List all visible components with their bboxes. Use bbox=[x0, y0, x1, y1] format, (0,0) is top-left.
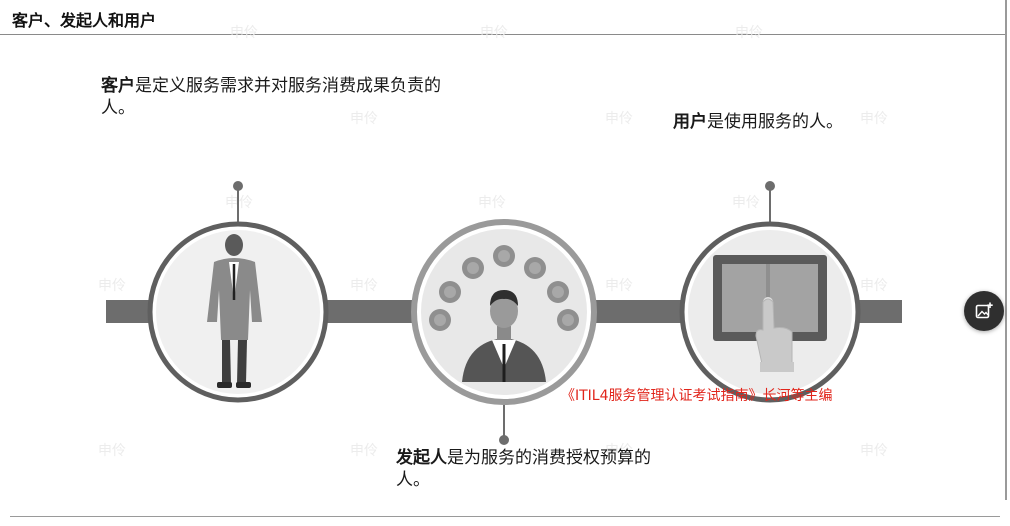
sponsor-description: 发起人是为服务的消费授权预算的人。 bbox=[396, 447, 656, 491]
add-image-icon bbox=[975, 302, 993, 319]
right-border bbox=[1005, 0, 1007, 500]
watermark: 申伶 bbox=[350, 111, 378, 127]
sponsor-figure-icon bbox=[462, 290, 546, 382]
watermark: 申伶 bbox=[350, 278, 378, 294]
sponsor-pin bbox=[499, 398, 509, 445]
coin-icon bbox=[462, 257, 484, 279]
watermark: 申伶 bbox=[605, 111, 633, 127]
page-title: 客户、发起人和用户 bbox=[12, 11, 157, 30]
coin-icon bbox=[439, 281, 461, 303]
coin-icon bbox=[429, 309, 451, 331]
source-note: 《ITIL4服务管理认证考试指南》长河等主编 bbox=[561, 388, 833, 404]
coin-icon bbox=[524, 257, 546, 279]
user-definition: 是使用服务的人。 bbox=[707, 112, 843, 132]
watermark: 申伶 bbox=[480, 25, 508, 41]
watermark: 申伶 bbox=[732, 195, 760, 211]
watermark: 申伶 bbox=[230, 25, 258, 41]
watermark: 申伶 bbox=[98, 443, 126, 459]
sponsor-term: 发起人 bbox=[396, 448, 447, 468]
watermark: 申伶 bbox=[350, 443, 378, 459]
watermark: 申伶 bbox=[98, 278, 126, 294]
watermark: 申伶 bbox=[860, 278, 888, 294]
add-image-button[interactable] bbox=[964, 291, 1004, 331]
watermark: 申伶 bbox=[860, 443, 888, 459]
watermark: 申伶 bbox=[605, 443, 633, 459]
user-term: 用户 bbox=[673, 112, 707, 132]
sponsor-definition: 是为服务的消费授权预算的人。 bbox=[396, 448, 651, 490]
bottom-divider bbox=[10, 516, 1000, 517]
customer-figure-icon bbox=[207, 234, 262, 388]
user-description: 用户是使用服务的人。 bbox=[673, 111, 893, 133]
customer-description: 客户是定义服务需求并对服务消费成果负责的人。 bbox=[101, 75, 446, 119]
watermark: 申伶 bbox=[605, 278, 633, 294]
pointing-hand-icon bbox=[755, 297, 794, 372]
customer-term: 客户 bbox=[101, 76, 135, 96]
user-pin bbox=[765, 181, 775, 226]
page-header: 客户、发起人和用户 bbox=[0, 0, 1006, 35]
customer-pin bbox=[233, 181, 243, 226]
coin-icon bbox=[557, 309, 579, 331]
watermark: 申伶 bbox=[735, 25, 763, 41]
customer-definition: 是定义服务需求并对服务消费成果负责的人。 bbox=[101, 76, 441, 118]
watermark: 申伶 bbox=[478, 195, 506, 211]
coin-icon bbox=[547, 281, 569, 303]
watermark: 申伶 bbox=[860, 111, 888, 127]
coin-icon bbox=[493, 245, 515, 267]
